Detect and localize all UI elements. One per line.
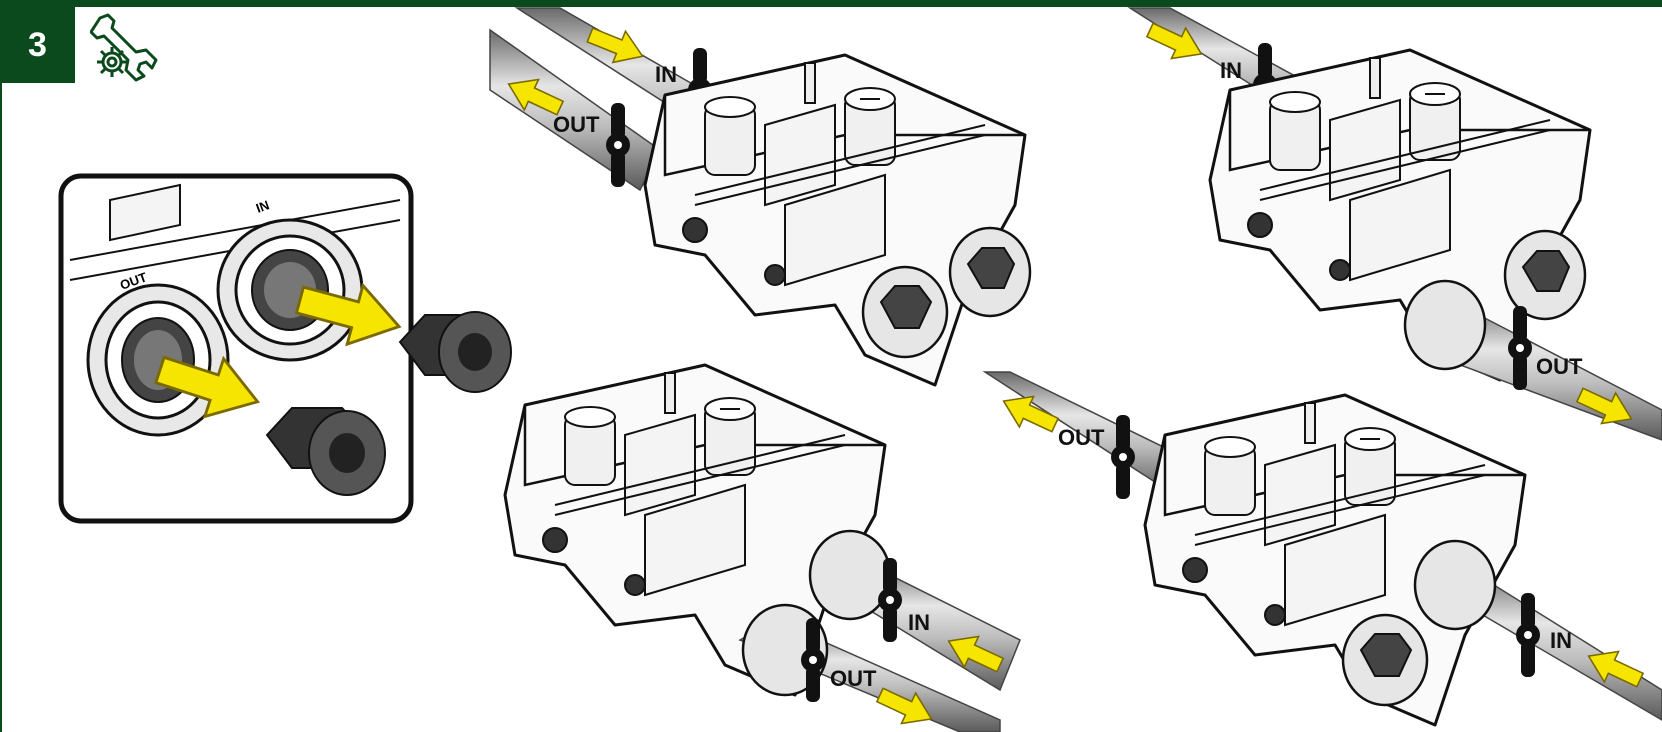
label-in: IN xyxy=(655,62,677,87)
label-out: OUT xyxy=(553,112,600,137)
header-bar xyxy=(0,0,1662,7)
label-out: OUT xyxy=(830,666,877,691)
pump-top-center: IN OUT xyxy=(489,7,1032,387)
inset-detail-frame: OUT IN xyxy=(58,173,512,524)
label-out: OUT xyxy=(1058,425,1105,450)
step-number-badge: 3 xyxy=(0,7,75,83)
label-in: IN xyxy=(1220,58,1242,83)
tools-gear-icon xyxy=(89,8,168,84)
pump-bottom-right: OUT IN xyxy=(982,371,1662,727)
label-in: IN xyxy=(1550,628,1572,653)
pump-bottom-center: IN OUT xyxy=(503,363,1021,732)
page-left-rule xyxy=(0,83,2,732)
label-in: IN xyxy=(908,610,930,635)
label-out: OUT xyxy=(1536,354,1583,379)
pump-top-right: IN OUT xyxy=(1127,7,1662,441)
svg-text:IN: IN xyxy=(254,197,271,216)
